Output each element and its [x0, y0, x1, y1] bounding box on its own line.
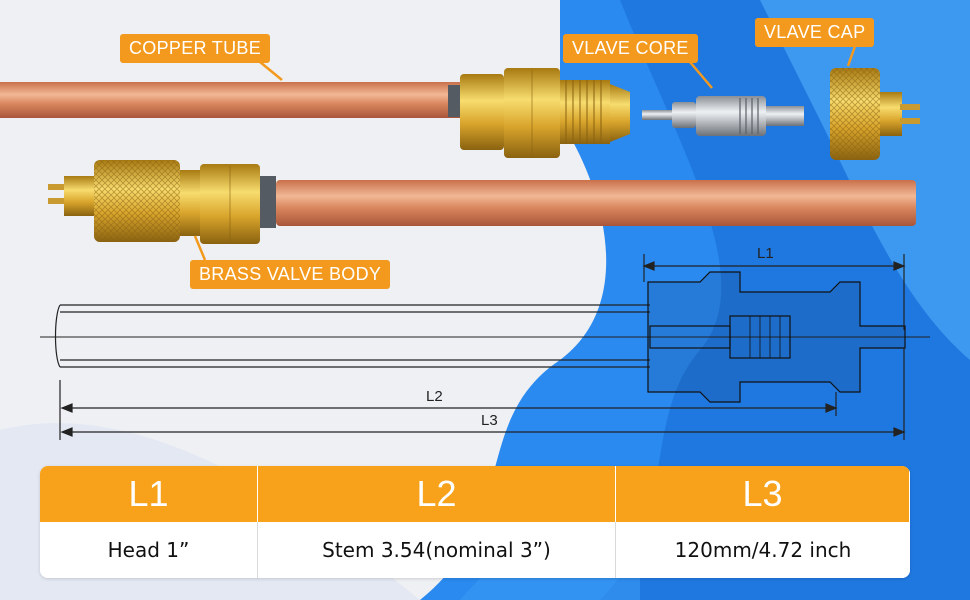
spec-table: L1 L2 L3 Head 1” Stem 3.54(nominal 3”) 1…	[40, 466, 910, 578]
valve-cap-part	[830, 68, 920, 160]
dimension-label-l2: L2	[426, 388, 443, 405]
valve-core-callout: VLAVE CORE	[563, 34, 698, 63]
brass-valve-body-callout: BRASS VALVE BODY	[190, 260, 391, 289]
brass-fitting-top	[460, 68, 630, 158]
spec-value-l2: Stem 3.54(nominal 3”)	[258, 522, 616, 578]
copper-tube-top	[0, 82, 462, 118]
spec-header-l1: L1	[40, 466, 258, 522]
copper-tube-bottom	[276, 180, 916, 226]
spec-header-l2: L2	[258, 466, 616, 522]
copper-tube-callout: COPPER TUBE	[120, 34, 270, 63]
spec-header-l3: L3	[616, 466, 910, 522]
spec-value-l3: 120mm/4.72 inch	[616, 522, 910, 578]
valve-cap-callout: VLAVE CAP	[755, 18, 875, 47]
spec-value-l1: Head 1”	[40, 522, 258, 578]
callout-leaders	[193, 45, 857, 261]
dimension-label-l1: L1	[757, 245, 774, 262]
brass-valve-body-part	[48, 160, 276, 244]
valve-core-part	[642, 96, 804, 136]
technical-drawing	[40, 254, 930, 440]
dimension-label-l3: L3	[481, 412, 498, 429]
